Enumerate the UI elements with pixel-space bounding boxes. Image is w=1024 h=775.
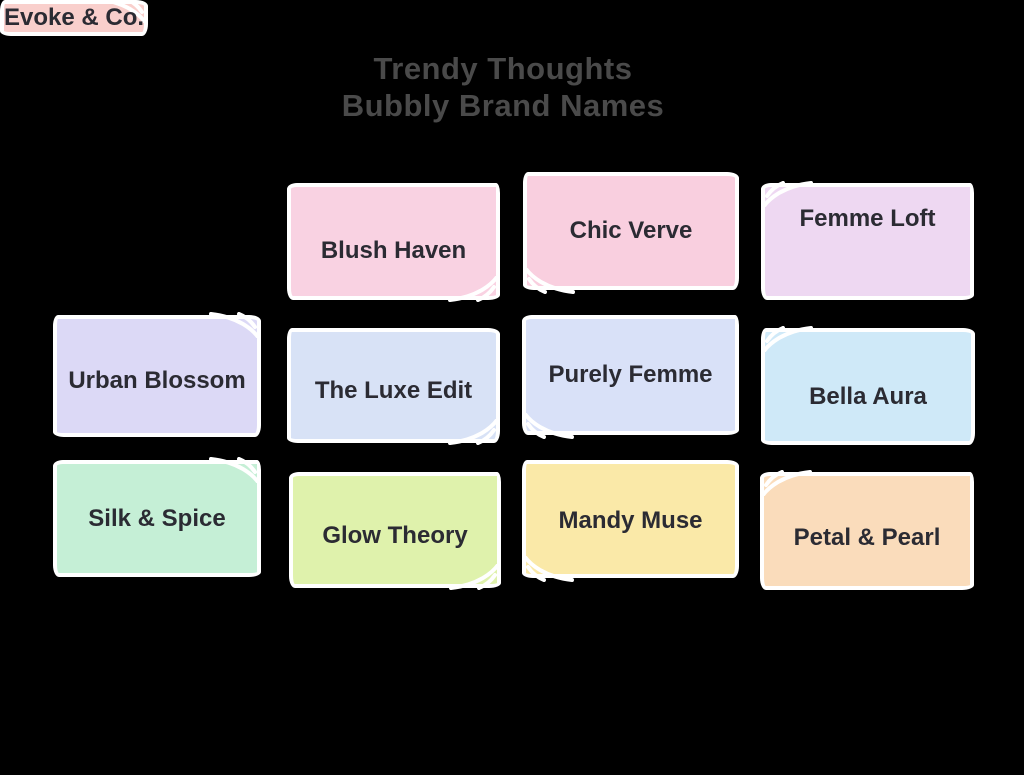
note-label: Evoke & Co. bbox=[4, 4, 145, 31]
sticky-note-bella-aura[interactable]: Bella Aura bbox=[761, 326, 975, 445]
corner-fold-icon bbox=[761, 470, 812, 496]
sticky-note-evoke-and-co[interactable]: Evoke & Co. bbox=[0, 0, 149, 36]
sticky-note-chic-verve[interactable]: Chic Verve bbox=[523, 172, 739, 294]
corner-fold-icon bbox=[762, 326, 813, 352]
sticky-note-silk-and-spice[interactable]: Silk & Spice bbox=[53, 457, 261, 577]
corner-fold-icon bbox=[449, 564, 500, 590]
sticky-note-the-luxe-edit[interactable]: The Luxe Edit bbox=[287, 328, 500, 445]
board-title: Trendy Thoughts Bubbly Brand Names bbox=[0, 50, 1006, 124]
board-title-line2: Bubbly Brand Names bbox=[341, 88, 665, 123]
note-label: Glow Theory bbox=[322, 522, 468, 549]
sticky-note-femme-loft[interactable]: Femme Loft bbox=[761, 181, 974, 300]
sticky-note-purely-femme[interactable]: Purely Femme bbox=[522, 315, 739, 439]
corner-fold-icon bbox=[209, 312, 260, 338]
corner-fold-icon bbox=[524, 268, 575, 294]
note-label: Petal & Pearl bbox=[793, 524, 941, 551]
corner-fold-icon bbox=[523, 413, 574, 439]
board-title-line1: Trendy Thoughts bbox=[373, 51, 633, 86]
sticky-note-blush-haven[interactable]: Blush Haven bbox=[287, 183, 500, 302]
note-label: Silk & Spice bbox=[88, 504, 226, 532]
note-label: Blush Haven bbox=[320, 236, 467, 264]
sticky-note-glow-theory[interactable]: Glow Theory bbox=[289, 472, 501, 590]
note-label: Bella Aura bbox=[809, 382, 927, 410]
sticky-note-petal-and-pearl[interactable]: Petal & Pearl bbox=[760, 470, 974, 590]
note-label: Chic Verve bbox=[569, 217, 693, 244]
corner-fold-icon bbox=[448, 276, 499, 302]
corner-fold-icon bbox=[523, 556, 574, 582]
note-label: Purely Femme bbox=[548, 361, 713, 388]
note-label: Mandy Muse bbox=[558, 507, 703, 534]
note-label: Femme Loft bbox=[799, 204, 936, 232]
corner-fold-icon bbox=[448, 419, 499, 445]
note-label: Urban Blossom bbox=[68, 367, 246, 394]
corner-fold-icon bbox=[762, 181, 813, 207]
note-label: The Luxe Edit bbox=[314, 376, 473, 404]
corner-fold-icon bbox=[209, 457, 260, 483]
sticky-note-urban-blossom[interactable]: Urban Blossom bbox=[53, 312, 261, 437]
sticky-note-mandy-muse[interactable]: Mandy Muse bbox=[522, 460, 739, 582]
